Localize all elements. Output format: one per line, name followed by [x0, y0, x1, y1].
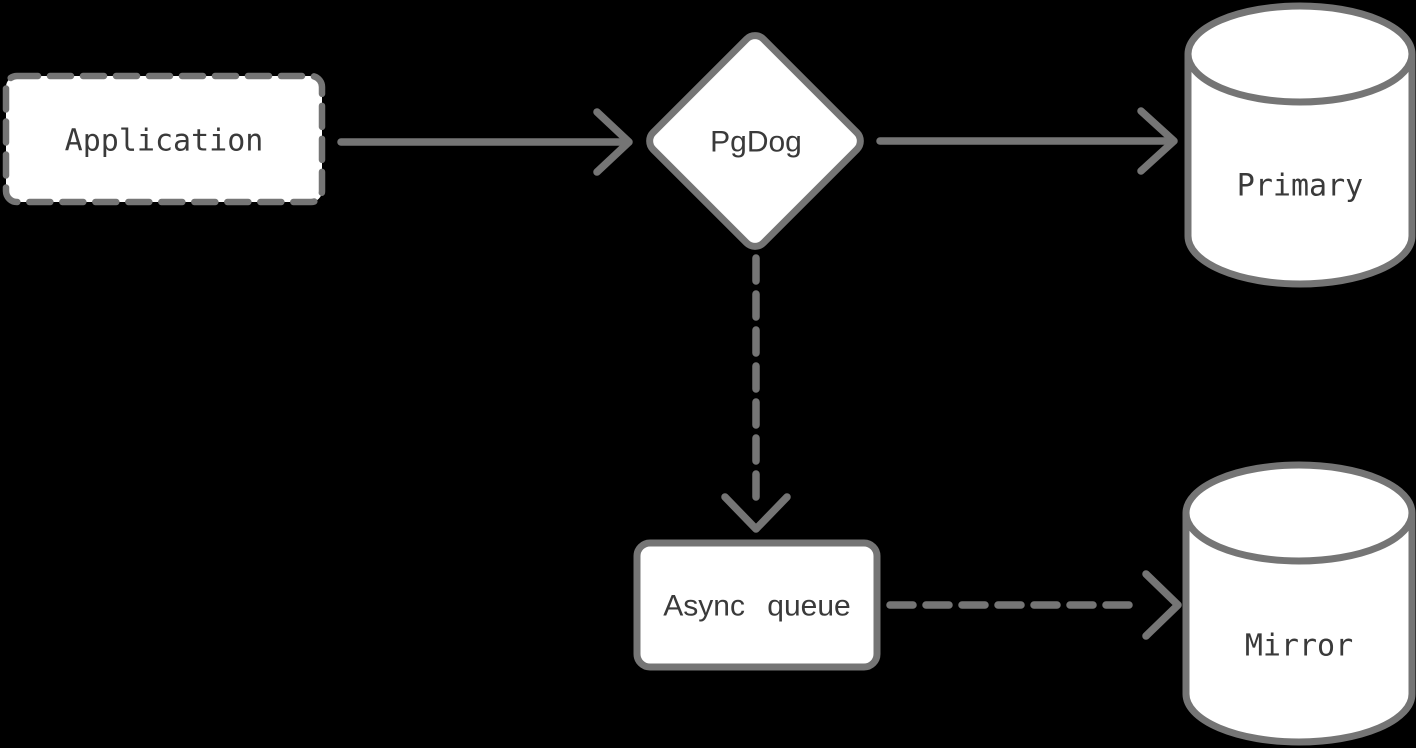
edge-application-pgdog	[337, 108, 633, 176]
mirror-label: Mirror	[1245, 629, 1353, 664]
node-application: Application	[2, 72, 326, 206]
arrowhead-icon	[1142, 570, 1182, 640]
application-box	[2, 72, 326, 206]
pgdog-label: PgDog	[710, 126, 802, 159]
arrowhead-icon	[721, 493, 791, 533]
arrowhead-icon	[593, 108, 633, 176]
pgdog-diamond	[646, 32, 864, 250]
mirror-cylinder-body	[1182, 461, 1416, 746]
application-label: Application	[65, 124, 264, 159]
primary-cylinder-body	[1184, 2, 1416, 288]
node-pgdog: PgDog	[646, 32, 864, 250]
edge-asyncqueue-mirror	[886, 570, 1182, 640]
node-mirror: Mirror	[1182, 461, 1416, 746]
async-queue-label: Async queue	[663, 590, 850, 623]
arrowhead-icon	[1137, 107, 1178, 175]
node-primary: Primary	[1184, 2, 1416, 288]
mirror-cylinder-rim	[1182, 512, 1416, 565]
node-async-queue: Async queue	[633, 539, 881, 671]
primary-cylinder-rim	[1184, 53, 1416, 106]
edge-pgdog-primary	[876, 107, 1178, 175]
primary-label: Primary	[1237, 169, 1363, 204]
edge-pgdog-asyncqueue	[721, 254, 791, 533]
async-queue-box	[633, 539, 881, 671]
